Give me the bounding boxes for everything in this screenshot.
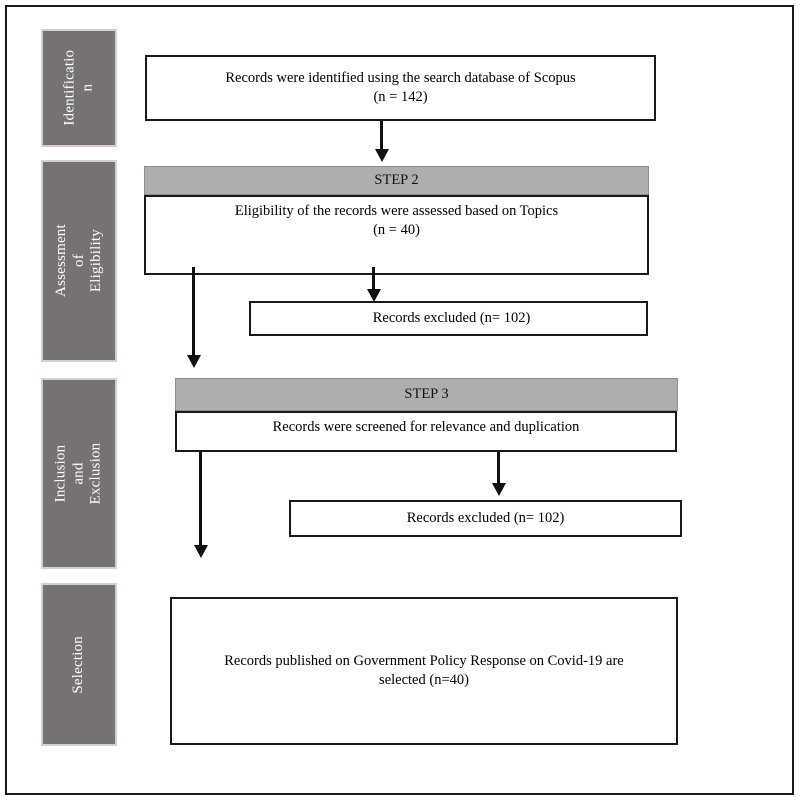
box-eligibility-assessed: Eligibility of the records were assessed…: [144, 195, 649, 275]
step2-header: STEP 2: [144, 166, 649, 195]
box-records-screened-text: Records were screened for relevance and …: [272, 419, 580, 435]
step2-header-text: STEP 2: [374, 172, 419, 188]
box-records-identified-text: Records were identified using the search…: [225, 70, 576, 105]
box-records-excluded-1: Records excluded (n= 102): [249, 301, 648, 336]
stage-identification-label: Identificatio n: [61, 50, 95, 126]
stage-identification: Identificatio n: [41, 29, 117, 147]
stage-selection-label: Selection: [70, 635, 87, 694]
box-records-screened: Records were screened for relevance and …: [175, 411, 677, 452]
box-records-selected-text: Records published on Government Policy R…: [224, 653, 624, 688]
stage-assessment-of-eligibility-label: Assessment of Eligibility: [52, 224, 104, 298]
box-records-identified: Records were identified using the search…: [145, 55, 656, 121]
stage-inclusion-and-exclusion-label: Inclusion and Exclusion: [52, 442, 104, 505]
step3-header-text: STEP 3: [404, 386, 449, 402]
stage-inclusion-and-exclusion: Inclusion and Exclusion: [41, 378, 117, 569]
box-eligibility-assessed-text: Eligibility of the records were assessed…: [234, 203, 559, 238]
box-records-excluded-2-text: Records excluded (n= 102): [406, 510, 565, 527]
stage-assessment-of-eligibility: Assessment of Eligibility: [41, 160, 117, 362]
step3-header: STEP 3: [175, 378, 678, 411]
box-records-excluded-1-text: Records excluded (n= 102): [372, 310, 531, 327]
box-records-excluded-2: Records excluded (n= 102): [289, 500, 682, 537]
box-records-selected: Records published on Government Policy R…: [170, 597, 678, 745]
stage-selection: Selection: [41, 583, 117, 746]
